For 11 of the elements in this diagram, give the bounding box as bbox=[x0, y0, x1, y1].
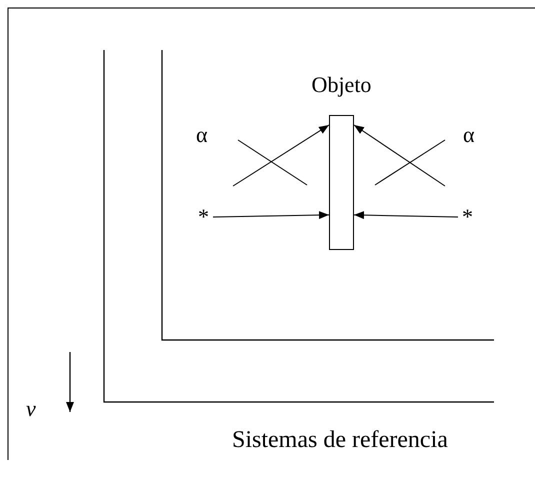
arrow bbox=[354, 124, 446, 186]
caption-text: Sistemas de referencia bbox=[232, 428, 448, 452]
ray-symbol: * bbox=[462, 206, 473, 228]
ray-symbol: α bbox=[196, 124, 208, 146]
arrow bbox=[212, 211, 330, 220]
arrow bbox=[232, 124, 330, 186]
object-label: Objeto bbox=[312, 74, 372, 96]
arrow bbox=[354, 211, 458, 220]
ray-symbol: * bbox=[198, 206, 209, 228]
ray-symbol: α bbox=[463, 124, 475, 146]
velocity-label: v bbox=[26, 398, 36, 420]
